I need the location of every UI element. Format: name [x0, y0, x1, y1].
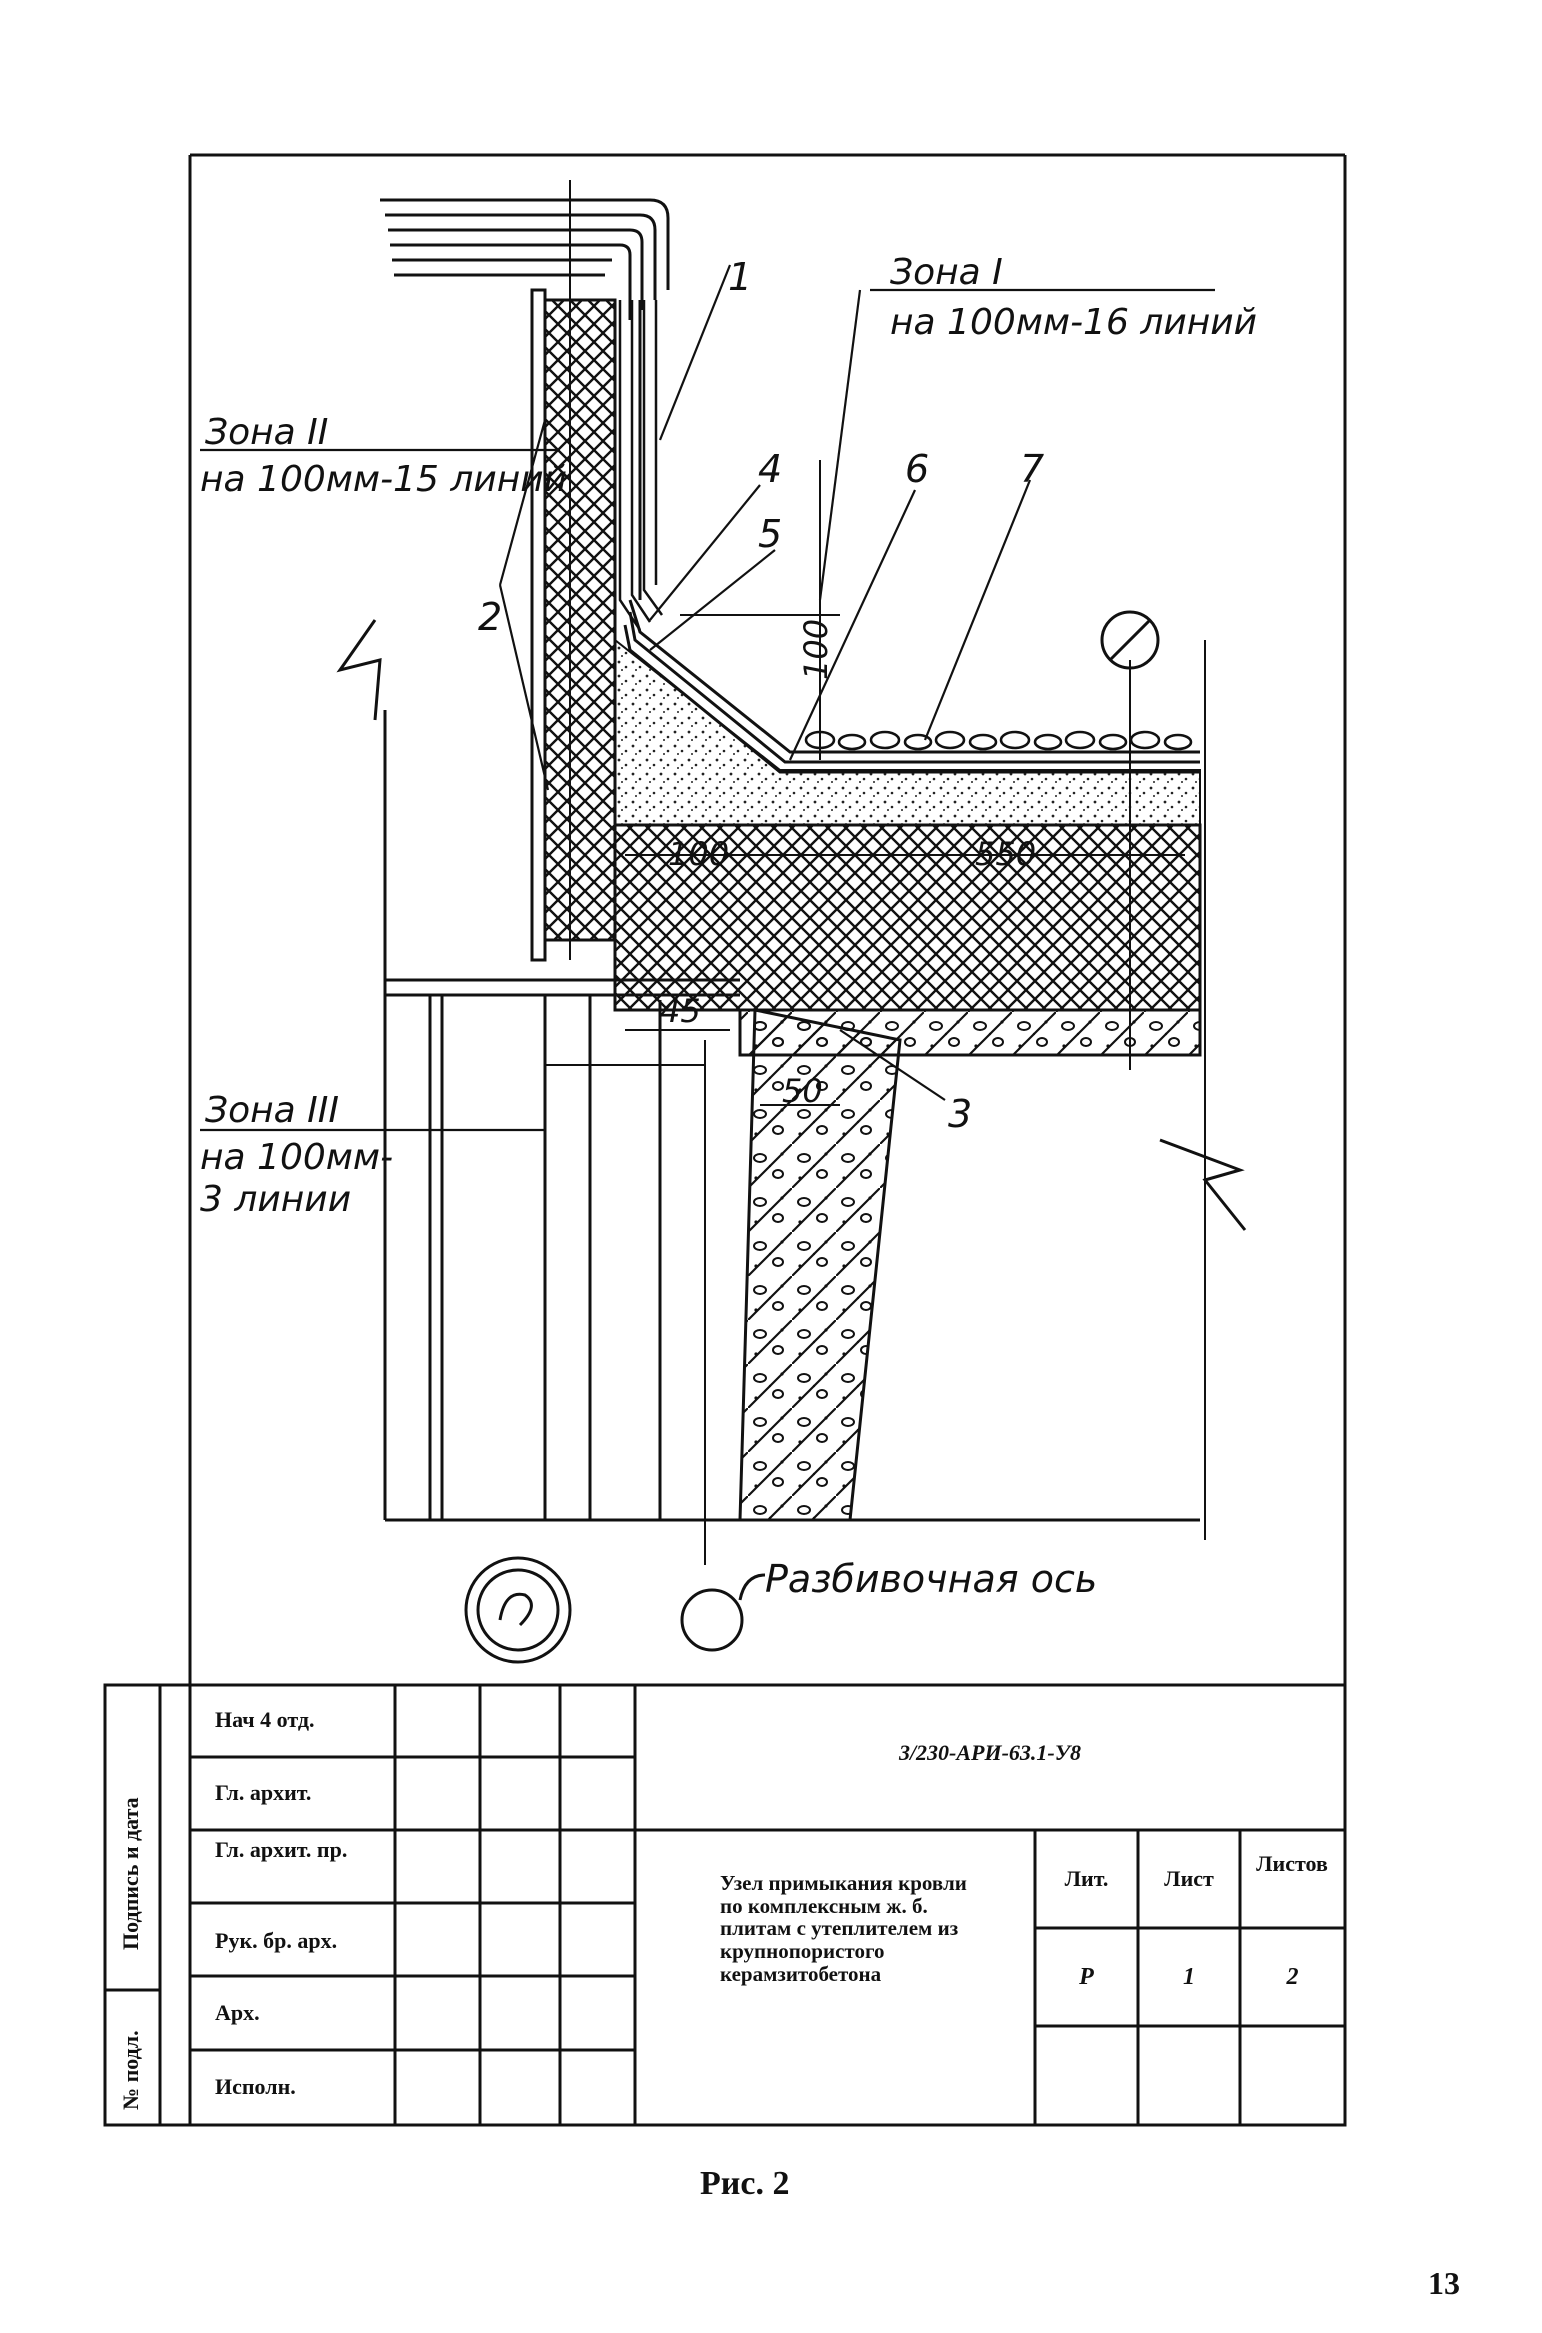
page-number: 13: [1428, 2265, 1460, 2301]
role-architect: Арх.: [215, 2000, 260, 2025]
callout-4: 4: [758, 447, 783, 491]
role-chief-architect-project: Гл. архит. пр.: [215, 1837, 348, 1862]
gravel-layer: [804, 730, 1193, 751]
dimension-lines: [545, 460, 1185, 1106]
zone-3-desc-line1: на 100мм-: [200, 1137, 394, 1178]
lower-wall: [383, 710, 1200, 1522]
header-sheet: Лист: [1164, 1866, 1214, 1891]
zone-3-desc-line2: 3 линии: [200, 1179, 352, 1220]
role-team-lead-architect: Рук. бр. арх.: [215, 1928, 338, 1953]
header-sheets: Листов: [1256, 1851, 1328, 1876]
parapet-cap: [380, 198, 670, 320]
dimension-100-vertical: 100: [797, 618, 835, 680]
value-sheets: 2: [1286, 1964, 1299, 1990]
zone-2-title: Зона II: [205, 412, 329, 453]
dimension-45: 45: [660, 992, 701, 1030]
zone-1-desc: на 100мм-16 линий: [890, 302, 1258, 343]
document-code: 3/230-АРИ-63.1-У8: [898, 1740, 1082, 1765]
zone-1-title: Зона I: [890, 252, 1003, 293]
callout-6: 6: [905, 447, 930, 491]
role-chief-architect: Гл. архит.: [215, 1780, 312, 1805]
side-label-signature-date: Подпись и дата: [118, 1797, 143, 1950]
title-block-grid: [103, 1683, 1347, 2127]
wall-outer-skin: [530, 288, 547, 962]
break-line-right: [1159, 1138, 1247, 1231]
break-line-left: [336, 619, 382, 721]
wall-flashing-layers: [618, 300, 664, 631]
side-label-record-number: № подл.: [118, 2030, 143, 2110]
roof-membrane: [623, 300, 1200, 774]
callout-1: 1: [728, 255, 753, 299]
zone-3-title: Зона III: [205, 1090, 339, 1131]
section-marker: [1100, 610, 1160, 670]
role-executor: Исполн.: [215, 2074, 296, 2099]
wall-insulation: [543, 298, 617, 942]
header-lit: Лит.: [1064, 1866, 1109, 1891]
dimension-50: 50: [782, 1072, 823, 1110]
leader-lines: [200, 264, 1215, 1132]
value-sheet: 1: [1183, 1964, 1195, 1990]
callout-7: 7: [1020, 447, 1045, 491]
role-head-department: Нач 4 отд.: [215, 1707, 315, 1732]
callout-3: 3: [948, 1092, 973, 1136]
dimension-100: 100: [668, 835, 730, 873]
axis-lines: [569, 180, 1206, 1565]
value-lit: Р: [1079, 1964, 1094, 1990]
fillet-stipple: [614, 637, 1201, 826]
zone-2-desc: на 100мм-15 линий: [200, 459, 568, 500]
document-description: Узел примыкания кровли по комплексным ж.…: [720, 1871, 967, 1986]
axis-bubble: [464, 1556, 766, 1664]
axis-label: Разбивочная ось: [765, 1557, 1098, 1601]
callout-2: 2: [478, 595, 503, 639]
dimension-550: 550: [975, 835, 1037, 873]
callout-5: 5: [758, 512, 783, 556]
figure-caption: Рис. 2: [700, 2165, 790, 2202]
